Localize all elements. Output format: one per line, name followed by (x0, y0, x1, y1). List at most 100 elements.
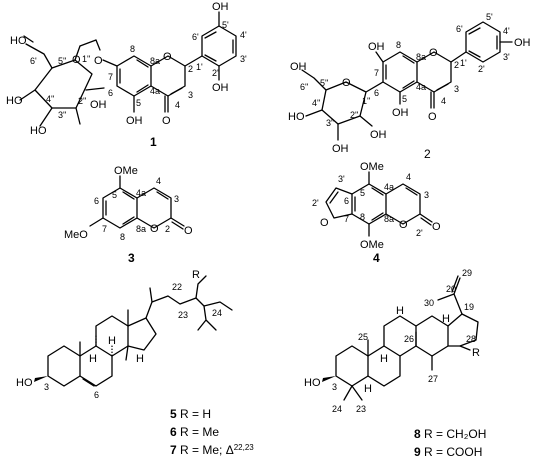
sterol-caption-6-num: 6 (170, 425, 177, 439)
c2-pos-4: 4 (441, 96, 446, 106)
c4-furan-o: O (320, 217, 329, 229)
c2-ring-o: O (429, 47, 438, 59)
lupane-h-5: H (364, 383, 372, 395)
c4-pos-3: 3 (424, 190, 429, 200)
lupane-caption-9-text: R = COOH (421, 445, 483, 459)
lupane-caption-8-num: 8 (414, 427, 421, 441)
c2-pos-8a: 8a (416, 52, 426, 62)
compound-2-structure: O O OH OH OH O OH HO OH OH 8 8a 7 6 5 4a… (288, 12, 531, 161)
c2-sugar-o: O (342, 77, 351, 89)
c1-pos-8: 8 (130, 44, 135, 54)
c2-oh-5: OH (392, 107, 409, 119)
c3-pos-5: 5 (112, 190, 117, 200)
sterol-caption-6: 6 R = Me (170, 425, 219, 439)
c3-pos-6: 6 (94, 196, 99, 206)
sterol-pos-6: 6 (94, 390, 99, 400)
c1-oh-4pp: HO (6, 95, 23, 107)
c4-ome-5: OMe (360, 161, 384, 173)
c2-oh-4pp: HO (288, 111, 305, 123)
sterol-caption-7-sup: 22,23 (234, 443, 255, 452)
c4-pos-6: 6 (344, 196, 349, 206)
c1-pos-2p: 2' (212, 68, 219, 78)
c1-pos-6p: 6' (192, 32, 199, 42)
c1-oh-2p: OH (212, 82, 229, 94)
c4-pos-8: 8 (360, 212, 365, 222)
c1-pos-3pp: 3'' (58, 110, 67, 120)
lupane-h-13: H (396, 305, 404, 317)
c2-oh-2pp: OH (370, 129, 387, 141)
c4-o-2: O (432, 221, 441, 233)
sterol-caption-5: 5 R = H (170, 407, 211, 421)
c3-pos-8: 8 (120, 232, 125, 242)
c2-pos-2pp: 2'' (350, 110, 359, 120)
c3-ome-7: MeO (64, 229, 88, 241)
lupane-pos-3: 3 (332, 382, 337, 392)
c4-ome-8: OMe (360, 239, 384, 251)
sterol-caption-7-text: R = Me; Δ (177, 443, 234, 457)
sterol-structure: R H H H HO 3 6 22 23 24 5 R = H 6 R = Me… (16, 269, 254, 457)
c2-oh-7: OH (368, 41, 385, 53)
c4-pos-5: 5 (360, 188, 365, 198)
lupane-pos-20: 20 (446, 284, 456, 294)
c2-compound-number: 2 (424, 147, 431, 161)
c2-pos-3p: 3' (503, 52, 510, 62)
c2-pos-3: 3 (454, 84, 459, 94)
c1-oh-6pp: HO (10, 35, 27, 47)
c3-ring-o: O (150, 223, 159, 235)
c1-sugar-o: O (72, 54, 81, 66)
lupane-pos-23: 23 (356, 404, 366, 414)
lupane-pos-29: 29 (462, 268, 472, 278)
c1-pos-2: 2 (188, 64, 193, 74)
sterol-h-9: H (89, 353, 97, 365)
c3-pos-4: 4 (156, 176, 161, 186)
c1-pos-4: 4 (175, 100, 180, 110)
sterol-caption-6-text: R = Me (177, 425, 220, 439)
c2-pos-1pp: 1'' (362, 96, 371, 106)
c1-compound-number: 1 (150, 135, 157, 149)
lupane-caption-8-text: R = CH₂OH (421, 427, 487, 441)
c1-pos-1p: 1' (196, 62, 203, 72)
c2-pos-4a: 4a (416, 82, 426, 92)
c2-pos-8: 8 (396, 40, 401, 50)
lupane-pos-27: 27 (428, 374, 438, 384)
c2-pos-5pp: 5'' (320, 78, 329, 88)
compound-1-structure: O HO 6' 5'' 1'' 4'' 3'' 2'' HO HO OH O O… (6, 1, 247, 149)
c1-pos-5: 5 (136, 98, 141, 108)
c1-oh-2pp: OH (90, 99, 107, 111)
c2-pos-3pp: 3'' (326, 118, 335, 128)
c1-pos-4pp: 4'' (46, 94, 55, 104)
c2-pos-1p: 1' (460, 58, 467, 68)
c3-pos-2: 2 (165, 224, 170, 234)
sterol-h-8: H (108, 335, 116, 347)
c2-pos-6: 6 (374, 88, 379, 98)
lupane-pos-24: 24 (332, 404, 342, 414)
sterol-pos-23: 23 (178, 310, 188, 320)
c2-oh-4p: OH (514, 37, 531, 49)
c1-pos-4p: 4' (240, 30, 247, 40)
compound-3-structure: O O OMe MeO 4 3 2 4a 5 6 7 8 8a 3 (64, 165, 193, 265)
lupane-pos-19: 19 (464, 302, 474, 312)
sterol-pos-24: 24 (212, 308, 222, 318)
c4-pos-4: 4 (406, 172, 411, 182)
c3-pos-4a: 4a (136, 188, 146, 198)
c2-pos-5p: 5' (486, 12, 493, 22)
c1-pos-7: 7 (108, 72, 113, 82)
c1-pos-2pp: 2'' (78, 96, 87, 106)
c1-pos-3p: 3' (240, 54, 247, 64)
c2-pos-7: 7 (374, 68, 379, 78)
lupane-caption-9: 9 R = COOH (414, 445, 482, 459)
sterol-r-group: R (192, 269, 200, 281)
c3-pos-8a: 8a (136, 224, 146, 234)
sterol-caption-5-num: 5 (170, 407, 177, 421)
c1-oh-5p: OH (212, 1, 229, 13)
c1-link-o: O (94, 55, 103, 67)
sterol-h-14: H (136, 353, 144, 365)
c1-pos-3: 3 (188, 90, 193, 100)
c2-pos-6pp: 6'' (300, 82, 309, 92)
c4-pos-3p: 3' (338, 174, 345, 184)
c1-pos-5pp: 5'' (58, 56, 67, 66)
c1-o-4: O (162, 115, 171, 127)
c1-pos-4a: 4a (150, 86, 160, 96)
sterol-pos-3: 3 (44, 382, 49, 392)
